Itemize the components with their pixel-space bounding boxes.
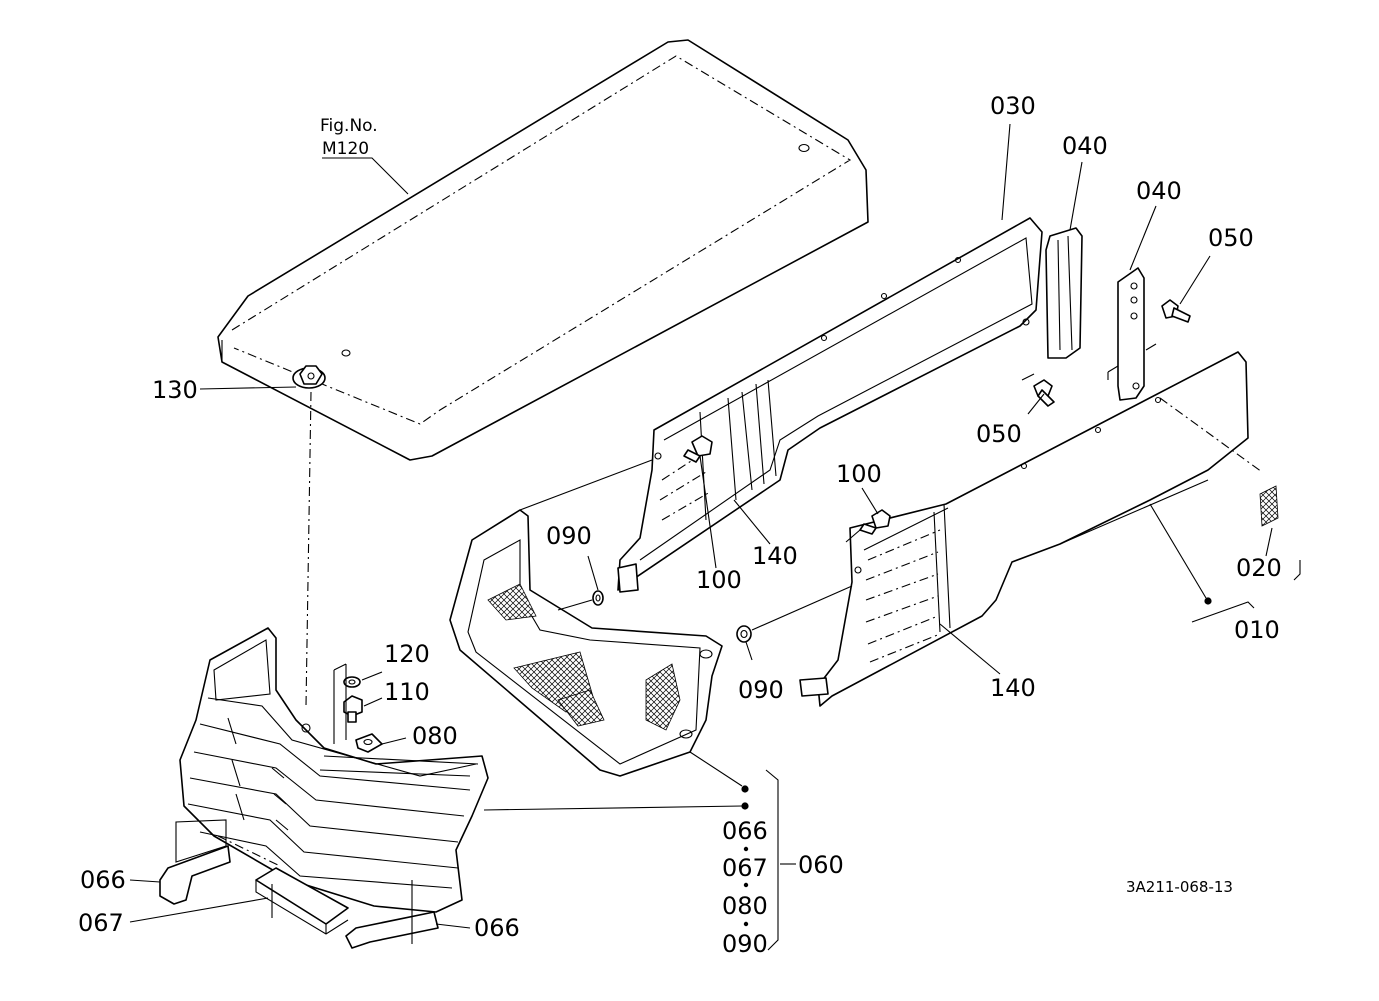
kit-item-066: 066 — [722, 817, 768, 845]
bolt-050-a — [1161, 299, 1191, 323]
part-label-100-b: 100 — [836, 460, 882, 488]
bracket-030 — [617, 217, 1043, 593]
part-label-130: 130 — [152, 376, 198, 404]
washer-090-b — [736, 625, 752, 643]
part-label-030: 030 — [990, 92, 1036, 120]
part-label-050-b: 050 — [976, 420, 1022, 448]
part-label-050-a: 050 — [1208, 224, 1254, 252]
part-label-010: 010 — [1234, 616, 1280, 644]
drawing-number: 3A211-068-13 — [1126, 878, 1233, 896]
part-label-110: 110 — [384, 678, 430, 706]
seal-066-a — [159, 845, 231, 905]
hood-knob-130 — [299, 365, 323, 385]
part-label-060: 060 — [798, 851, 844, 879]
figure-ref-number: M120 — [322, 139, 369, 159]
part-label-140-b: 140 — [990, 674, 1036, 702]
washer-090-a — [592, 590, 604, 606]
part-label-040-a: 040 — [1062, 132, 1108, 160]
part-label-090-b: 090 — [738, 676, 784, 704]
bolt-100-b — [845, 509, 891, 543]
label-plate-020 — [1259, 485, 1279, 527]
part-label-140-a: 140 — [752, 542, 798, 570]
part-label-066-b: 066 — [474, 914, 520, 942]
strip-040-a — [1045, 227, 1083, 359]
kit-item-067: 067 — [722, 854, 768, 882]
part-label-100-a: 100 — [696, 566, 742, 594]
seal-067 — [255, 867, 349, 935]
bolt-110 — [343, 695, 363, 723]
part-label-090-a: 090 — [546, 522, 592, 550]
bolt-050-b — [1021, 373, 1055, 407]
front-grille — [179, 627, 489, 913]
part-label-067: 067 — [78, 909, 124, 937]
washer-120 — [343, 676, 361, 688]
bolt-100-a — [683, 435, 713, 463]
part-label-080-a: 080 — [412, 722, 458, 750]
seal-066-b — [345, 911, 439, 949]
part-label-040-b: 040 — [1136, 177, 1182, 205]
side-panel-010 — [799, 351, 1249, 707]
part-label-120: 120 — [384, 640, 430, 668]
nut-080 — [355, 733, 383, 753]
part-label-020: 020 — [1236, 554, 1282, 582]
grille-housing — [449, 509, 723, 777]
kit-item-080: 080 — [722, 892, 768, 920]
figure-ref-label: Fig.No. — [320, 116, 378, 136]
kit-item-090: 090 — [722, 930, 768, 958]
part-label-066-a: 066 — [80, 866, 126, 894]
bracket-040-b — [1117, 267, 1145, 401]
